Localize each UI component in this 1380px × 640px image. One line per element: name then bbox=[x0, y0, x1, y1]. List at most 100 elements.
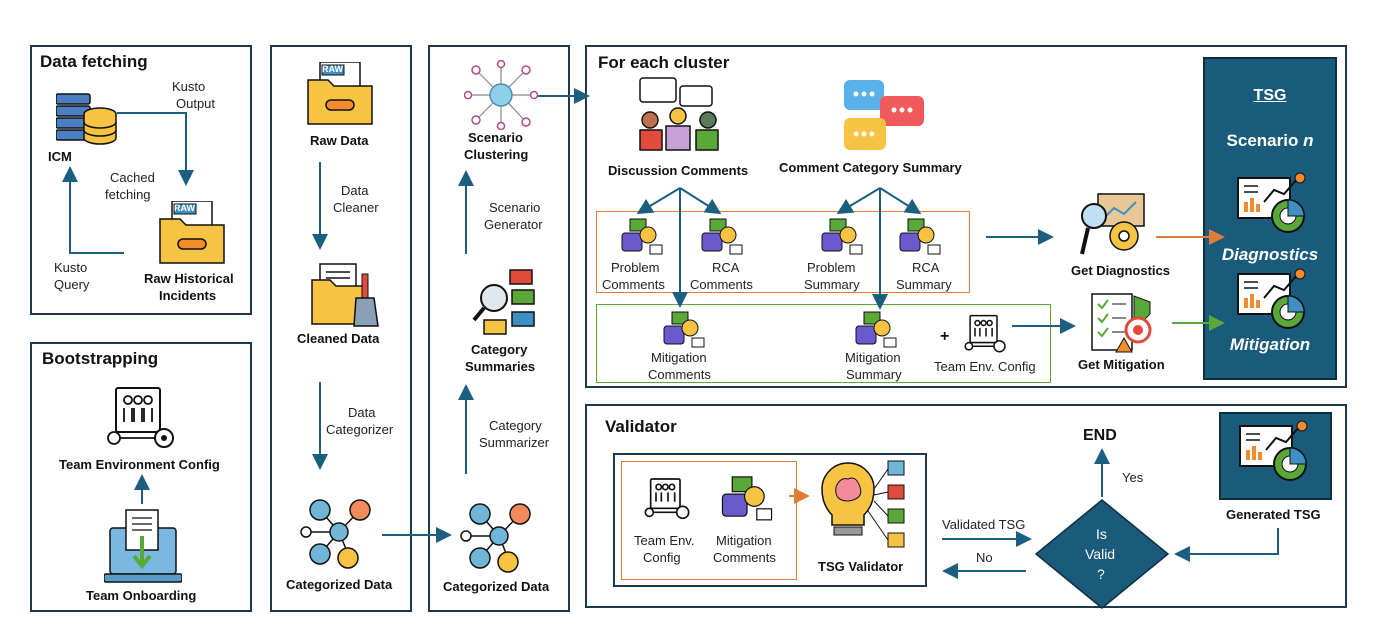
rca-comments-icon bbox=[701, 218, 743, 255]
kusto-query-label-2: Query bbox=[54, 277, 90, 292]
tsg-validator-bulb-icon bbox=[821, 460, 905, 548]
column-1-panel bbox=[270, 45, 412, 612]
get-mitigation-label: Get Mitigation bbox=[1078, 357, 1165, 372]
categorized-data-network-icon bbox=[300, 499, 371, 569]
validated-tsg-label: Validated TSG bbox=[942, 517, 1026, 532]
mitigation-summary-label-2: Summary bbox=[846, 367, 902, 382]
rca-comments-label-1: RCA bbox=[712, 260, 740, 275]
rca-summary-label-2: Summary bbox=[896, 277, 952, 292]
generated-tsg-dashboard-icon bbox=[1239, 420, 1308, 481]
scenario-clustering-label-1: Scenario bbox=[468, 130, 523, 145]
validator-mitigation-comments-icon bbox=[721, 476, 773, 521]
category-summaries-icon bbox=[472, 269, 535, 335]
no-label: No bbox=[976, 550, 993, 565]
raw-tag-col1: RAW bbox=[322, 64, 343, 74]
problem-rca-group bbox=[596, 211, 970, 293]
validator-team-env-label-1: Team Env. bbox=[634, 533, 695, 548]
validator-inputs-box bbox=[621, 461, 797, 580]
problem-summary-icon bbox=[821, 218, 863, 255]
team-onboarding-label: Team Onboarding bbox=[86, 588, 197, 603]
discussion-comments-label: Discussion Comments bbox=[608, 163, 749, 178]
category-summarizer-label-1: Category bbox=[489, 418, 542, 433]
mitigation-comments-icon bbox=[663, 311, 705, 348]
plus-sign: + bbox=[940, 328, 950, 345]
data-cleaner-label-1: Data bbox=[341, 183, 369, 198]
is-valid-label-1: Is bbox=[1096, 526, 1107, 542]
raw-tag: RAW bbox=[174, 203, 195, 213]
team-env-config-icon bbox=[964, 314, 1006, 353]
get-diagnostics-label: Get Diagnostics bbox=[1071, 263, 1170, 278]
problem-summary-label-2: Summary bbox=[804, 277, 860, 292]
cluster-title: For each cluster bbox=[598, 53, 730, 72]
problem-summary-label-1: Problem bbox=[807, 260, 856, 275]
validator-title: Validator bbox=[605, 417, 677, 436]
mitigation-summary-icon bbox=[855, 311, 897, 348]
comment-category-summary-label: Comment Category Summary bbox=[779, 160, 962, 175]
scenario-generator-label-2: Generator bbox=[484, 217, 543, 232]
tsg-title: TSG bbox=[1253, 87, 1287, 104]
validator-team-env-config-icon bbox=[644, 478, 690, 520]
problem-comments-label-1: Problem bbox=[611, 260, 660, 275]
rca-summary-icon bbox=[899, 218, 941, 255]
data-categorizer-label-1: Data bbox=[348, 405, 376, 420]
category-summarizer-label-2: Summarizer bbox=[479, 435, 550, 450]
mitigation-comments-label-2: Comments bbox=[648, 367, 711, 382]
raw-historical-label-2: Incidents bbox=[159, 288, 217, 303]
tsg-scenario-label: Scenario n bbox=[1226, 131, 1314, 150]
icm-label: ICM bbox=[48, 149, 72, 164]
is-valid-diamond bbox=[1034, 499, 1170, 609]
bootstrapping-title: Bootstrapping bbox=[42, 349, 159, 368]
diagnostics-dashboard-icon bbox=[1237, 172, 1306, 233]
get-diagnostics-icon bbox=[1080, 193, 1145, 255]
scenario-clustering-icon bbox=[464, 60, 538, 130]
problem-comments-label-2: Comments bbox=[602, 277, 665, 292]
categorized-data-label-2: Categorized Data bbox=[443, 579, 550, 594]
cached-fetching-label-1: Cached bbox=[110, 170, 155, 185]
team-env-config-label: Team Env. Config bbox=[934, 359, 1036, 374]
tsg-diagnostics-label: Diagnostics bbox=[1221, 245, 1319, 264]
data-fetching-title: Data fetching bbox=[40, 52, 148, 71]
rca-summary-label-1: RCA bbox=[912, 260, 940, 275]
is-valid-label-2: Valid bbox=[1085, 546, 1116, 562]
cached-fetching-label-2: fetching bbox=[105, 187, 151, 202]
cleaned-data-label: Cleaned Data bbox=[297, 331, 380, 346]
data-categorizer-label-2: Categorizer bbox=[326, 422, 394, 437]
validator-inner-box bbox=[613, 453, 927, 587]
kusto-output-label-2: Output bbox=[176, 96, 216, 111]
raw-historical-folder-icon bbox=[159, 201, 225, 264]
tsg-mitigation-label: Mitigation bbox=[1229, 335, 1311, 354]
team-environment-config-label: Team Environment Config bbox=[59, 457, 220, 472]
discussion-comments-icon bbox=[639, 77, 719, 151]
mitigation-comments-label-1: Mitigation bbox=[651, 350, 707, 365]
comment-category-summary-icon bbox=[844, 80, 924, 150]
team-environment-config-icon bbox=[107, 387, 174, 448]
kusto-output-label-1: Kusto bbox=[172, 79, 206, 94]
scenario-clustering-label-2: Clustering bbox=[464, 147, 529, 162]
yes-label: Yes bbox=[1122, 470, 1144, 485]
raw-data-folder-icon bbox=[307, 62, 373, 125]
categorized-data-label: Categorized Data bbox=[286, 577, 393, 592]
category-summaries-label-1: Category bbox=[471, 342, 528, 357]
raw-historical-label-1: Raw Historical bbox=[144, 271, 234, 286]
validator-mitigation-label-1: Mitigation bbox=[716, 533, 772, 548]
team-onboarding-laptop-icon bbox=[104, 509, 182, 583]
tsg-validator-label: TSG Validator bbox=[818, 559, 904, 574]
validator-mitigation-label-2: Comments bbox=[713, 550, 776, 565]
server-database-icon bbox=[56, 93, 117, 145]
is-valid-label-3: ? bbox=[1097, 566, 1105, 582]
mitigation-summary-label-1: Mitigation bbox=[845, 350, 901, 365]
get-mitigation-icon bbox=[1091, 293, 1152, 353]
generated-tsg-label: Generated TSG bbox=[1226, 507, 1321, 522]
mitigation-group bbox=[596, 304, 1051, 383]
mitigation-dashboard-icon bbox=[1237, 268, 1306, 329]
problem-comments-icon bbox=[621, 218, 663, 255]
category-summaries-label-2: Summaries bbox=[465, 359, 536, 374]
cleaned-data-folder-icon bbox=[311, 263, 379, 327]
kusto-query-label-1: Kusto bbox=[54, 260, 88, 275]
scenario-generator-label-1: Scenario bbox=[489, 200, 541, 215]
rca-comments-label-2: Comments bbox=[690, 277, 753, 292]
raw-data-label: Raw Data bbox=[310, 133, 369, 148]
end-label: END bbox=[1083, 427, 1117, 444]
categorized-data-network-icon-2 bbox=[460, 503, 531, 573]
